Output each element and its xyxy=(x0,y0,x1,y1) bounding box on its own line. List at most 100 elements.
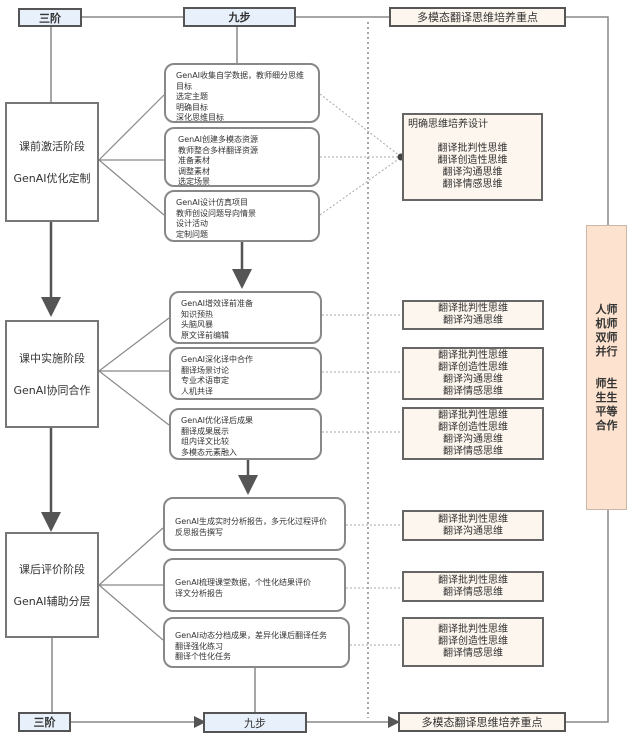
step-line: 准备素材 xyxy=(178,156,210,165)
step-line: 译文分析报告 xyxy=(175,588,223,598)
step-line: 教师创设问题导向情景 xyxy=(176,208,256,218)
header-stages-label: 三阶 xyxy=(39,11,61,25)
footer-steps-box: 九步 xyxy=(203,712,307,733)
focus-box-3: 翻译批判性思维 翻译创造性思维 翻译沟通思维 翻译情感思维 xyxy=(402,347,544,400)
side-line: 并行 xyxy=(595,344,618,358)
side-line: 平等 xyxy=(595,404,618,418)
focus-line: 翻译创造性思维 xyxy=(438,636,508,647)
header-focus-box: 多模态翻译思维培养重点 xyxy=(389,7,566,27)
stage-box-in-class: 课中实施阶段 GenAI协同合作 xyxy=(5,320,99,428)
focus-line: 翻译沟通思维 xyxy=(443,433,503,445)
step-line: 原文译前编辑 xyxy=(181,330,229,340)
step-box-5: GenAI深化译中合作 翻译场景讨论 专业术语审定 人机共译 xyxy=(169,347,322,400)
step-box-9: GenAI动态分档成果，差异化课后翻译任务 翻译强化练习 翻译个性化任务 xyxy=(163,617,350,668)
side-line: 人师 xyxy=(595,302,618,316)
focus-box-5: 翻译批判性思维 翻译沟通思维 xyxy=(402,510,544,541)
stage-name: 课前激活阶段 xyxy=(19,140,85,153)
step-line: GenAI深化译中合作 xyxy=(181,355,254,364)
footer-steps-label: 九步 xyxy=(244,716,266,730)
side-line: 生生 xyxy=(595,390,618,404)
step-line: GenAI动态分档成果，差异化课后翻译任务 xyxy=(175,631,328,640)
step-line: 选定主题 xyxy=(176,92,208,101)
step-line: 设计活动 xyxy=(176,219,208,228)
focus-line: 翻译创造性思维 xyxy=(437,155,508,166)
step-line: 选定场景 xyxy=(178,177,210,186)
stage-box-post-class: 课后评价阶段 GenAI辅助分层 xyxy=(5,532,99,638)
side-panel-block-2: 师生 生生 平等 合作 xyxy=(596,377,618,433)
step-line: 翻译强化练习 xyxy=(175,641,223,651)
stage3-branches xyxy=(98,527,164,641)
side-panel-block-1: 人师 机师 双师 并行 xyxy=(596,303,618,359)
stage-subtitle: GenAI协同合作 xyxy=(13,384,91,397)
side-panel-collaboration: 人师 机师 双师 并行 师生 生生 平等 合作 xyxy=(586,225,627,510)
focus-box-title: 明确思维培养设计 xyxy=(408,119,488,130)
stage-subtitle: GenAI辅助分层 xyxy=(13,595,91,608)
step-line: 深化思维目标 xyxy=(176,113,224,122)
focus-line: 翻译沟通思维 xyxy=(442,167,503,178)
step-box-7: GenAI生成实时分析报告，多元化过程评价 反思报告撰写 xyxy=(163,497,346,551)
focus-line: 翻译情感思维 xyxy=(443,648,503,659)
right-frame-line-bottom xyxy=(566,510,609,723)
footer-stages-label: 三阶 xyxy=(33,716,56,729)
focus-line: 翻译批判性思维 xyxy=(438,349,508,361)
focus-line: 翻译批判性思维 xyxy=(438,513,508,525)
focus-line: 翻译批判性思维 xyxy=(438,409,508,421)
step-line: 知识预热 xyxy=(181,309,213,319)
step-line: 反思报告撰写 xyxy=(175,527,223,537)
focus-line: 翻译沟通思维 xyxy=(443,525,503,537)
step-line: 专业术语审定 xyxy=(181,376,229,385)
step-line: 教师整合多样翻译资源 xyxy=(178,145,258,155)
header-stages-box: 三阶 xyxy=(18,8,82,27)
focus-line: 翻译情感思维 xyxy=(443,385,503,397)
step-line: 翻译个性化任务 xyxy=(175,652,231,661)
focus-line: 翻译沟通思维 xyxy=(443,373,503,385)
step-line: 头脑风暴 xyxy=(181,320,213,329)
footer-focus-label: 多模态翻译思维培养重点 xyxy=(421,716,543,729)
step-line: 翻译成果展示 xyxy=(181,426,229,436)
stage-name: 课后评价阶段 xyxy=(19,563,85,576)
step-line: 调整素材 xyxy=(178,166,210,176)
side-line: 师生 xyxy=(595,376,618,390)
focus-line: 翻译创造性思维 xyxy=(438,421,508,433)
step-line: 多模态元素融入 xyxy=(181,447,237,457)
focus-box-6: 翻译批判性思维 翻译情感思维 xyxy=(402,571,544,602)
step-box-4: GenAI增效译前准备 知识预热 头脑风暴 原文译前编辑 xyxy=(169,291,322,344)
focus-box-4: 翻译批判性思维 翻译创造性思维 翻译沟通思维 翻译情感思维 xyxy=(402,407,544,460)
stage-name: 课中实施阶段 xyxy=(19,352,85,365)
step-line: 明确目标 xyxy=(176,102,208,112)
side-line: 机师 xyxy=(595,316,618,330)
step-line: GenAI增效译前准备 xyxy=(181,299,254,308)
step-line: GenAI设计仿真项目 xyxy=(176,198,249,207)
stage1-branches xyxy=(98,94,165,216)
step-line: GenAI生成实时分析报告，多元化过程评价 xyxy=(175,517,328,526)
focus-box-design: 明确思维培养设计 翻译批判性思维 翻译创造性思维 翻译沟通思维 翻译情感思维 xyxy=(402,113,543,201)
step-line: 组内译文比较 xyxy=(181,437,229,446)
stage2-branches xyxy=(98,317,170,426)
focus-box-2: 翻译批判性思维 翻译沟通思维 xyxy=(402,300,544,330)
step-line: GenAI创建多模态资源 xyxy=(178,135,259,144)
step-line: GenAI收集自学数据，教师细分思维 xyxy=(176,71,305,80)
header-steps-box: 九步 xyxy=(183,7,296,27)
focus-line: 翻译沟通思维 xyxy=(443,315,503,326)
focus-line: 翻译创造性思维 xyxy=(438,361,508,373)
step-line: GenAI梳理课堂数据，个性化结果评价 xyxy=(175,578,312,587)
step-box-6: GenAI优化译后成果 翻译成果展示 组内译文比较 多模态元素融入 xyxy=(169,408,322,460)
step-box-8: GenAI梳理课堂数据，个性化结果评价 译文分析报告 xyxy=(163,558,346,612)
focus-line: 翻译情感思维 xyxy=(442,179,503,190)
focus-line: 翻译情感思维 xyxy=(443,445,503,457)
step-line: 人机共译 xyxy=(181,386,213,396)
header-focus-label: 多模态翻译思维培养重点 xyxy=(417,11,538,24)
footer-stages-box: 三阶 xyxy=(18,712,71,732)
focus-links xyxy=(319,93,401,646)
step-line: 翻译场景讨论 xyxy=(181,365,229,375)
step-box-2: GenAI创建多模态资源 教师整合多样翻译资源 准备素材 调整素材 选定场景 xyxy=(164,127,320,187)
right-frame-line xyxy=(566,16,609,225)
stage-subtitle: GenAI优化定制 xyxy=(13,172,91,185)
focus-line: 翻译情感思维 xyxy=(443,586,503,598)
step-box-3: GenAI设计仿真项目 教师创设问题导向情景 设计活动 定制问题 xyxy=(164,190,320,242)
step-box-1: GenAI收集自学数据，教师细分思维 目标 选定主题 明确目标 深化思维目标 xyxy=(164,63,320,123)
focus-line: 翻译批判性思维 xyxy=(437,143,508,154)
header-steps-label: 九步 xyxy=(228,11,251,24)
step-line: 目标 xyxy=(176,81,192,91)
